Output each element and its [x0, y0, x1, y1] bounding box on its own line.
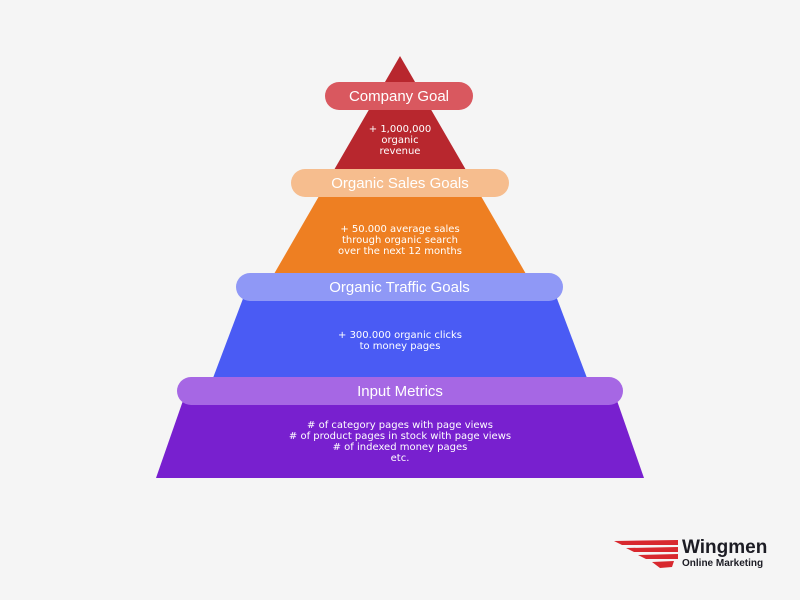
- tier-label-input-metrics: Input Metrics: [177, 377, 623, 405]
- tier-label-text: Input Metrics: [357, 382, 443, 400]
- description-line: etc.: [390, 453, 410, 464]
- tier-label-text: Company Goal: [348, 87, 450, 105]
- tier-label-company-goal: Company Goal: [325, 82, 473, 110]
- description-line: + 1,000,000: [368, 124, 432, 135]
- tier-label-organic-traffic-goals: Organic Traffic Goals: [236, 273, 563, 301]
- description-line: to money pages: [359, 341, 441, 352]
- tier-band-organic-traffic-goals: [213, 288, 587, 378]
- tier-description-organic-traffic-goals: + 300.000 organic clicks to money pages: [300, 330, 500, 352]
- description-line: # of product pages in stock with page vi…: [288, 431, 512, 442]
- description-line: # of indexed money pages: [332, 442, 468, 453]
- tier-band-organic-sales-goals: [274, 184, 526, 274]
- description-line: over the next 12 months: [338, 246, 462, 257]
- tier-band-company-goal: [334, 56, 466, 170]
- tier-label-text: Organic Sales Goals: [331, 174, 469, 192]
- tier-label-text: Organic Traffic Goals: [329, 278, 470, 296]
- description-line: + 50.000 average sales: [340, 224, 460, 235]
- description-line: through organic search: [341, 235, 458, 246]
- tier-label-organic-sales-goals: Organic Sales Goals: [291, 169, 509, 197]
- tier-description-input-metrics: # of category pages with page views # of…: [250, 420, 550, 464]
- tier-description-organic-sales-goals: + 50.000 average sales through organic s…: [300, 224, 500, 257]
- description-line: organic: [381, 135, 419, 146]
- logo-tagline: Online Marketing: [682, 558, 764, 569]
- tier-band-input-metrics: [156, 392, 644, 478]
- description-line: # of category pages with page views: [307, 420, 493, 431]
- tier-description-company-goal: + 1,000,000 organic revenue: [340, 124, 460, 157]
- company-logo: Wingmen Online Marketing: [612, 536, 772, 572]
- description-line: + 300.000 organic clicks: [338, 330, 462, 341]
- description-line: revenue: [379, 146, 421, 157]
- wing-icon: [614, 540, 678, 568]
- logo-wordmark: Wingmen: [682, 537, 768, 558]
